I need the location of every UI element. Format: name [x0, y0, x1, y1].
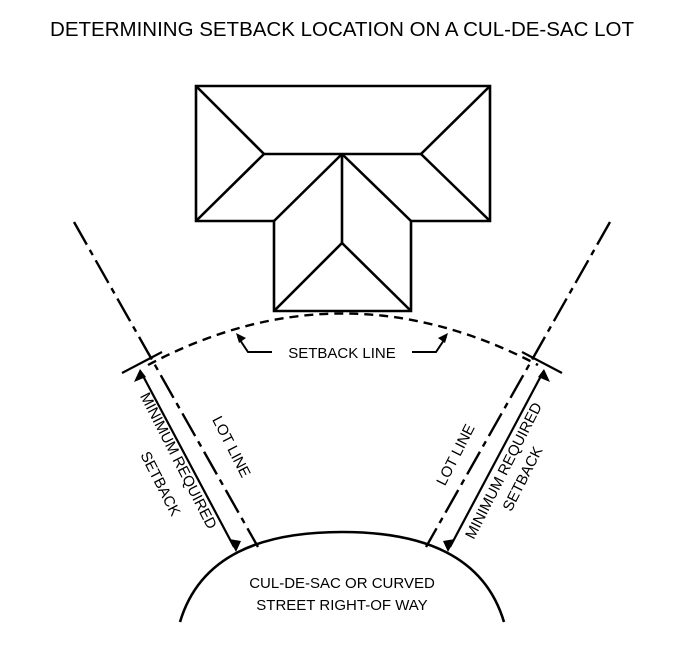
dimension-arrowhead	[443, 539, 455, 552]
dimension-line	[449, 373, 543, 548]
setback-line-arc	[147, 312, 539, 367]
lot-line-label-right: LOT LINE	[433, 422, 478, 489]
min-setback-dimension-right	[449, 351, 563, 548]
setback-line-label: SETBACK LINE	[288, 345, 396, 362]
valley-line	[273, 153, 343, 222]
dimension-line	[141, 373, 235, 548]
leader-arrowhead-left	[236, 333, 246, 343]
wing-hip	[341, 242, 412, 312]
valley-line	[341, 153, 412, 222]
hip-line	[195, 85, 265, 155]
dimension-arrowhead	[134, 369, 146, 382]
tick-mark	[121, 351, 163, 374]
hip-line	[420, 85, 491, 155]
street-label-line1: CUL-DE-SAC OR CURVED	[249, 575, 435, 592]
setback-line-leaders	[237, 336, 447, 353]
dimension-arrowhead	[229, 539, 241, 552]
hip-line	[195, 153, 265, 222]
lot-lines	[72, 221, 612, 548]
cul-de-sac-arc	[178, 530, 506, 623]
lot-line-left	[72, 221, 260, 548]
hip-line	[420, 153, 491, 222]
min-setback-dimension-left	[121, 351, 235, 548]
diagram-title: DETERMINING SETBACK LOCATION ON A CUL-DE…	[50, 18, 634, 41]
wing-hip	[273, 242, 343, 312]
street-label-line2: STREET RIGHT-OF WAY	[256, 597, 427, 614]
lot-line-right	[424, 221, 612, 548]
leader-right	[412, 336, 447, 353]
leader-arrowhead-right	[438, 333, 448, 343]
leader-left	[237, 336, 272, 353]
house-roof-plan	[194, 84, 492, 313]
dimension-arrowhead	[538, 369, 550, 382]
tick-mark	[521, 351, 563, 374]
